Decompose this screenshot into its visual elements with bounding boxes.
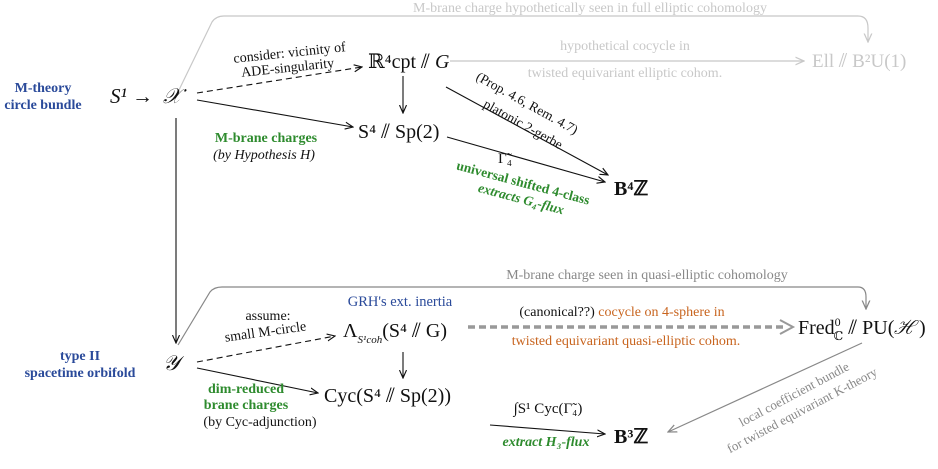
- node-b3z: B³ℤ: [614, 426, 648, 448]
- label-dim-reduced: dim-reduced: [208, 382, 284, 397]
- arrow-y-to-cyc: [196, 367, 318, 393]
- node-fred-sup: 0: [835, 315, 841, 329]
- node-r4-sep: ⫽: [416, 51, 435, 73]
- arrow-s4sp-to-b4z: [446, 136, 605, 182]
- node-r4-g: G: [435, 51, 450, 73]
- arrow-x-to-r4-dashed: [196, 67, 362, 94]
- node-fred-sub: ℂ: [834, 329, 844, 343]
- arrow-x-to-s4sp: [196, 99, 353, 127]
- label-type-ii: type II: [60, 349, 100, 364]
- node-x: 𝒳: [163, 84, 187, 108]
- node-s1-arrow: S¹ →: [110, 84, 153, 108]
- node-lambda: ΛS¹coh(S⁴ ⫽ G): [343, 320, 447, 346]
- label-canonical-prefix: (canonical??): [519, 305, 598, 320]
- label-canonical: (canonical??) cocycle on 4-sphere in: [519, 305, 724, 320]
- label-m-theory: M-theory: [15, 81, 72, 96]
- node-s4-sp2: S⁴ ⫽ Sp(2): [358, 121, 439, 143]
- node-b4z: B⁴ℤ: [614, 178, 648, 200]
- label-brane-charges: brane charges: [204, 398, 289, 413]
- node-y: 𝒴: [163, 351, 185, 375]
- arrow-quasi-elliptic-arc: [177, 286, 866, 346]
- label-by-cyc: (by Cyc-adjunction): [203, 415, 316, 430]
- arrow-r4-to-b4z: [445, 86, 608, 175]
- label-hypothetical-cocycle: hypothetical cocycle in: [560, 39, 690, 54]
- node-r4-cpt-g: ℝ⁴cpt ⫽ G: [368, 51, 450, 73]
- label-twisted-quasi: twisted equivariant quasi-elliptic cohom…: [512, 334, 741, 349]
- node-ell-b2u1: Ell ⫽ B²U(1): [812, 51, 906, 72]
- arrow-top-arc-elliptic: [177, 15, 868, 93]
- label-assume: assume:: [245, 309, 290, 324]
- node-lambda-symbol: Λ: [343, 320, 358, 342]
- label-integral: ∫S¹ Cyc(Γ̃₄): [513, 401, 583, 417]
- label-extract-h3: extract H₃-flux: [503, 435, 590, 450]
- label-by-hypothesis: (by Hypothesis H): [213, 148, 315, 163]
- label-canonical-cocycle: cocycle on 4-sphere in: [598, 305, 724, 320]
- label-spacetime-orbifold: spacetime orbifold: [25, 366, 136, 381]
- label-m-brane-charges: M-brane charges: [215, 131, 318, 146]
- label-circle-bundle: circle bundle: [4, 98, 81, 113]
- arrow-cyc-to-b3z: [489, 424, 605, 434]
- arrow-y-to-lambda-dashed: [196, 336, 335, 363]
- label-gamma4: Γ̃₄: [498, 151, 512, 167]
- label-twisted-elliptic: twisted equivariant elliptic cohom.: [528, 66, 722, 81]
- node-fred-rest: ⫽ PU(ℋ): [843, 317, 925, 339]
- label-top-arc: M-brane charge hypothetically seen in fu…: [413, 1, 767, 16]
- node-lambda-arg: (S⁴ ⫽ G): [382, 320, 447, 342]
- label-quasi-arc: M-brane charge seen in quasi-elliptic co…: [506, 268, 788, 283]
- arrow-lambda-to-fred-head: [779, 319, 796, 335]
- arrow-fred-to-b3z: [668, 342, 863, 432]
- node-cyc-s4: Cyc(S⁴ ⫽ Sp(2)): [324, 385, 451, 407]
- node-lambda-sub: S¹coh: [358, 334, 383, 346]
- node-fred-symbol: Fred: [798, 317, 835, 339]
- label-grh: GRH's ext. inertia: [348, 294, 453, 310]
- node-r4-part: ℝ⁴cpt: [368, 51, 416, 73]
